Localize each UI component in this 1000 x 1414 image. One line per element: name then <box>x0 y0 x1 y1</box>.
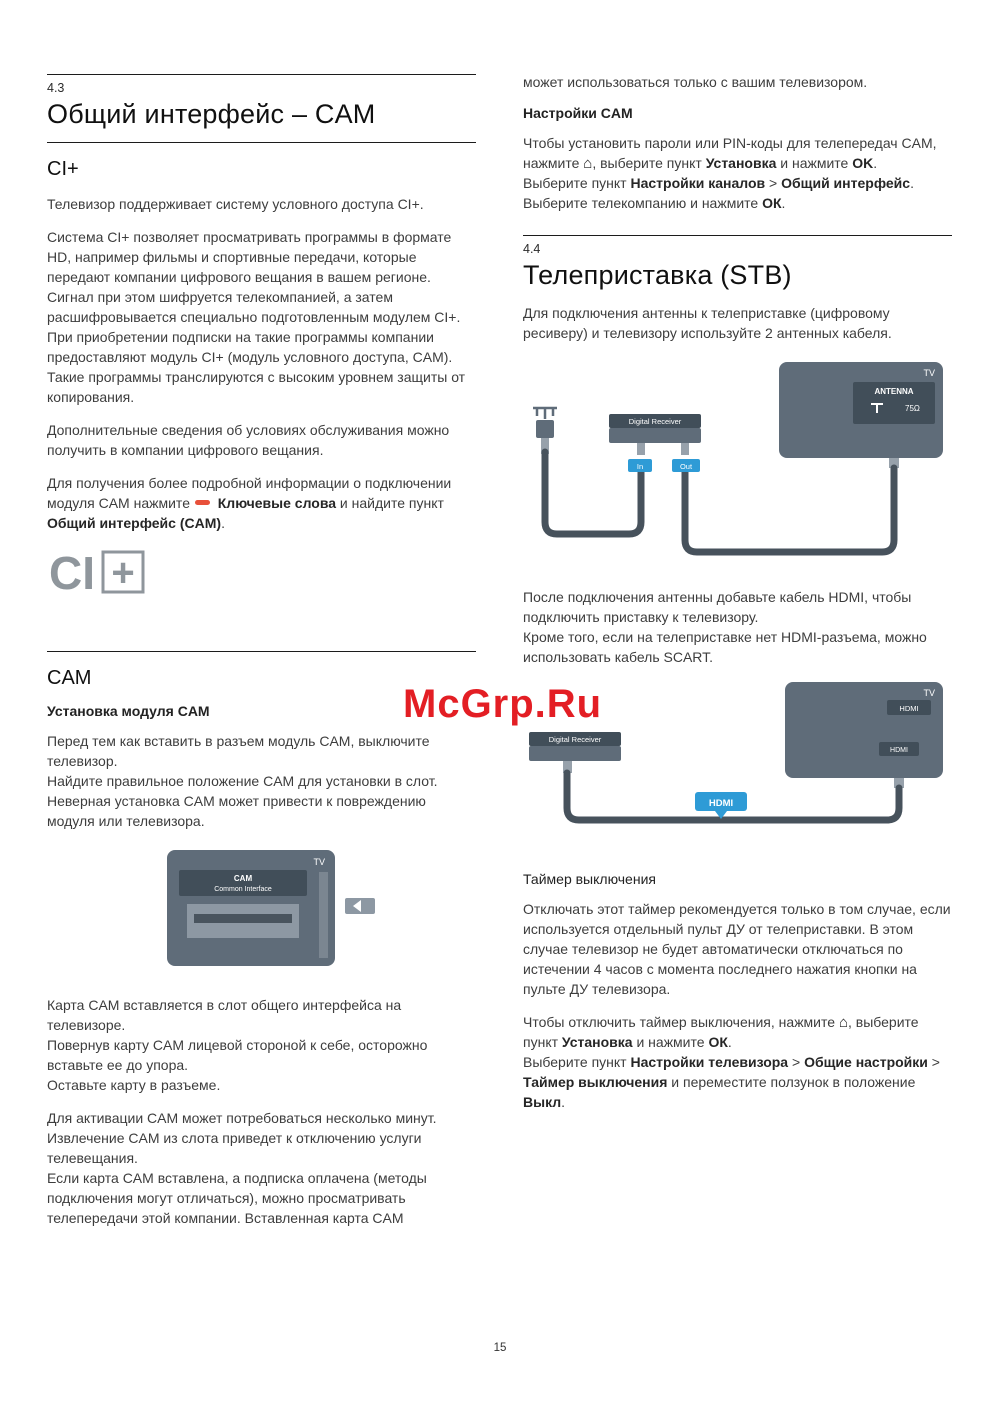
tv-side-strip <box>319 872 328 958</box>
divider <box>47 142 476 143</box>
section-title: Телеприставка (STB) <box>523 260 792 290</box>
receiver-to-tv-cable <box>681 464 898 556</box>
hdmi-port-side-label: HDMI <box>890 747 908 754</box>
receiver-label: Digital Receiver <box>549 735 602 744</box>
out-label: Out <box>680 462 693 471</box>
cam-insertion-diagram: TV CAM Common Interface <box>47 844 476 981</box>
receiver-out-connector <box>681 443 689 455</box>
out-tag <box>672 459 700 472</box>
paragraph: Карта CAM вставляется в слот общего инте… <box>47 997 428 1093</box>
hdmi-port-top-label: HDMI <box>899 704 918 713</box>
stb-antenna-diagram: TV ANTENNA 75Ω Digital Receiver <box>523 356 952 573</box>
socket-body <box>536 420 554 438</box>
socket-connector <box>541 438 549 454</box>
logo-plus-box <box>101 550 145 594</box>
antenna-to-receiver-cable <box>541 448 645 538</box>
cam-install-heading: Установка модуля CAM <box>47 703 210 719</box>
port-labels: In Out <box>628 459 700 472</box>
paragraph: Для активации CAM может потребоваться не… <box>47 1110 437 1226</box>
stb-diagram-svg: TV ANTENNA 75Ω Digital Receiver <box>533 362 943 556</box>
paragraph: Перед тем как вставить в разъем модуль C… <box>47 733 438 829</box>
antenna-icon <box>533 406 557 419</box>
timer-heading: Таймер выключения <box>523 871 656 887</box>
paragraph: Чтобы установить пароли или PIN-коды для… <box>523 133 952 213</box>
hdmi-cable <box>563 769 903 824</box>
paragraph: После подключения антенны добавьте кабел… <box>523 589 927 665</box>
tv-hdmi-connector <box>894 778 904 788</box>
paragraph: Чтобы отключить таймер выключения, нажми… <box>523 1012 952 1112</box>
hdmi-tag-label: HDMI <box>709 798 733 809</box>
ci-plus-logo: CI + <box>47 546 476 605</box>
receiver-hdmi-connector <box>563 761 572 773</box>
subsection-heading-cam: CAM <box>47 667 92 689</box>
section-title: Общий интерфейс – CAM <box>47 99 376 129</box>
antenna-panel <box>853 382 935 424</box>
paragraph: Отключать этот таймер рекомендуется толь… <box>523 901 951 997</box>
divider <box>47 74 476 75</box>
subsection-heading-ci: CI+ <box>47 158 79 180</box>
in-tag <box>628 459 652 472</box>
hdmi-port-side <box>879 742 919 756</box>
receiver-body <box>529 746 621 761</box>
ci-slot-panel <box>179 870 307 896</box>
hdmi-diagram-svg: Digital Receiver TV HDMI HDMI <box>529 682 943 824</box>
tv-label: TV <box>923 368 935 378</box>
tv-body: TV ANTENNA 75Ω <box>779 362 943 468</box>
digital-receiver: Digital Receiver <box>609 414 701 455</box>
receiver-label: Digital Receiver <box>629 417 682 426</box>
hdmi-tag-pointer <box>715 811 727 819</box>
receiver-body <box>609 428 701 443</box>
ci-slot-label-line1: CAM <box>234 874 253 883</box>
tv-rect <box>785 682 943 778</box>
paragraph: Дополнительные сведения об условиях обсл… <box>47 422 450 458</box>
ci-plus-logo-svg: CI + <box>49 547 145 599</box>
tv-antenna-connector <box>889 458 899 468</box>
paragraph: Для получения более подробной информации… <box>47 475 452 531</box>
section-number: 4.4 <box>523 242 541 256</box>
paragraph: Для подключения антенны к телеприставке … <box>523 305 892 341</box>
ci-slot-opening <box>194 914 292 923</box>
digital-receiver: Digital Receiver <box>529 732 621 773</box>
ci-slot-label-line2: Common Interface <box>214 886 272 893</box>
page-number: 15 <box>493 1342 507 1354</box>
cam-card <box>345 898 375 914</box>
receiver-header <box>529 732 621 746</box>
hdmi-cable-label: HDMI <box>695 792 747 819</box>
hdmi-cable-path <box>563 769 903 824</box>
divider <box>523 235 952 236</box>
ohm-label: 75Ω <box>905 404 920 413</box>
tv-body: TV CAM Common Interface <box>167 850 335 966</box>
cam-diagram-svg: TV CAM Common Interface <box>167 850 375 966</box>
receiver-header <box>609 414 701 428</box>
section-number: 4.3 <box>47 81 65 95</box>
keywords-icon <box>194 500 210 506</box>
stb-hdmi-diagram: Digital Receiver TV HDMI HDMI <box>523 680 952 857</box>
antenna-panel-label: ANTENNA <box>874 387 913 396</box>
home-icon <box>839 1012 848 1032</box>
paragraph: Система CI+ позволяет просматривать прог… <box>47 229 466 405</box>
home-icon <box>583 153 592 173</box>
in-label: In <box>637 462 643 471</box>
receiver-in-connector <box>637 443 645 455</box>
antenna-symbol-icon <box>871 403 883 413</box>
antenna-wall-socket <box>533 406 557 454</box>
divider <box>47 651 476 652</box>
watermark: McGrp.Ru <box>403 682 603 726</box>
logo-plus-text: + <box>111 551 134 595</box>
paragraph: может использоваться только с вашим теле… <box>523 74 868 90</box>
insert-arrow-icon <box>353 900 361 912</box>
tv-label: TV <box>923 688 935 698</box>
paragraph: Телевизор поддерживает систему условного… <box>47 196 424 212</box>
hdmi-tag <box>695 792 747 811</box>
hdmi-port-top <box>887 700 931 715</box>
tv-body: TV HDMI HDMI <box>785 682 943 788</box>
logo-ci-text: CI <box>49 547 95 599</box>
cables <box>541 448 898 556</box>
cam-settings-heading: Настройки CAM <box>523 105 633 121</box>
right-column: может использоваться только с вашим теле… <box>523 72 952 1125</box>
left-column: 4.3 Общий интерфейс – CAM CI+ Телевизор … <box>47 74 476 1241</box>
tv-label: TV <box>313 857 325 867</box>
